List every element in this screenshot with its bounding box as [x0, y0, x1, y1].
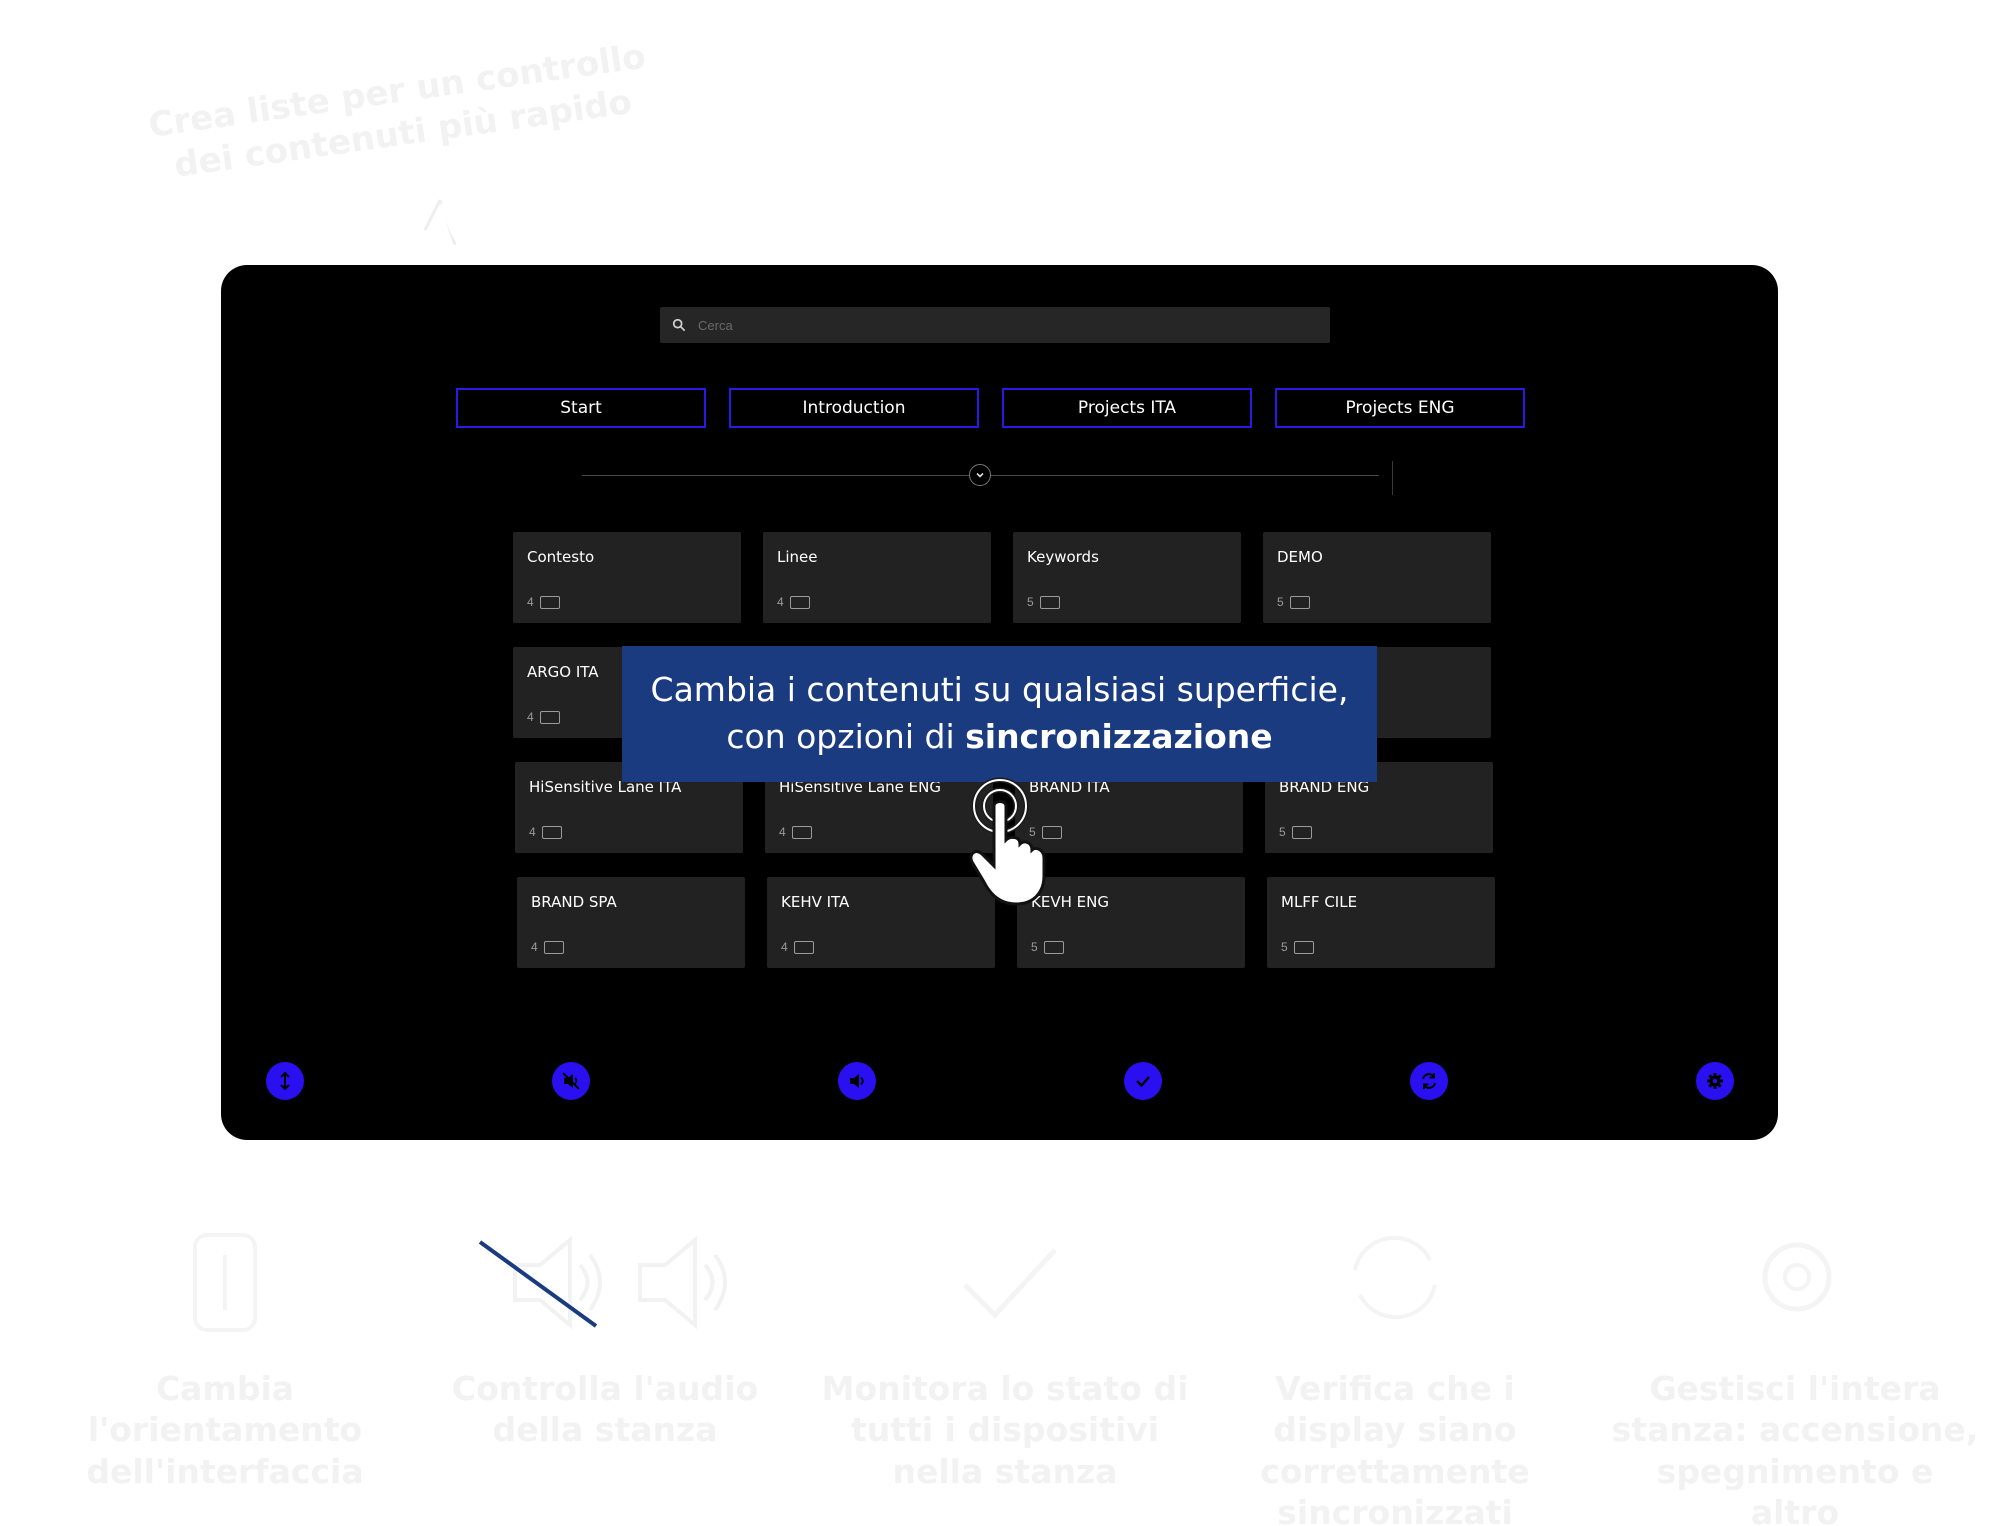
- display-count: 5: [1031, 940, 1038, 954]
- banner-highlight: sincronizzazione: [965, 717, 1273, 756]
- display-icon: [539, 595, 560, 609]
- card-title: HiSensitive Lane ITA: [529, 778, 682, 796]
- annotation-lists: Crea liste per un controllo dei contenut…: [146, 36, 648, 186]
- chevron-down-icon: [976, 472, 984, 478]
- status-check-button[interactable]: [1124, 1062, 1162, 1100]
- display-count: 5: [1279, 825, 1286, 839]
- search-input[interactable]: [698, 317, 1298, 333]
- display-count: 5: [1027, 595, 1034, 609]
- touch-hand-icon: [969, 777, 1046, 906]
- display-icon: [789, 595, 810, 609]
- gear-icon: [1707, 1073, 1723, 1089]
- content-card[interactable]: DEMO 5: [1263, 532, 1491, 623]
- sync-button[interactable]: [1410, 1062, 1448, 1100]
- caption-audio: Controlla l'audio della stanza: [451, 1369, 759, 1450]
- display-count: 4: [777, 595, 784, 609]
- caption-sync: Verifica che i display siano correttamen…: [1260, 1369, 1530, 1526]
- sync-icon: [1422, 1073, 1436, 1089]
- search-bar[interactable]: [660, 307, 1330, 343]
- display-count: 4: [781, 940, 788, 954]
- orientation-icon: [280, 1071, 290, 1091]
- gear-ghost-icon: [1762, 1242, 1832, 1312]
- display-count: 4: [527, 710, 534, 724]
- card-title: Linee: [777, 548, 818, 566]
- card-title: Contesto: [527, 548, 595, 566]
- display-count: 5: [1277, 595, 1284, 609]
- tab-projects-eng[interactable]: Projects ENG: [1275, 388, 1525, 428]
- volume-button[interactable]: [838, 1062, 876, 1100]
- tab-bar: Start Introduction Projects ITA Projects…: [456, 388, 1526, 428]
- feature-banner: Cambia i contenuti su qualsiasi superfic…: [622, 646, 1377, 782]
- display-icon: [1043, 940, 1064, 954]
- mute-icon: [562, 1072, 580, 1090]
- display-icon: [539, 710, 560, 724]
- content-card[interactable]: KEVH ENG 5: [1017, 877, 1245, 968]
- caption-orientation: Cambia l'orientamento dell'interfaccia: [86, 1369, 364, 1491]
- display-count: 4: [531, 940, 538, 954]
- content-card[interactable]: KEHV ITA 4: [767, 877, 995, 968]
- settings-button[interactable]: [1696, 1062, 1734, 1100]
- expand-button[interactable]: [969, 464, 991, 486]
- tab-start[interactable]: Start: [456, 388, 706, 428]
- card-title: Keywords: [1027, 548, 1099, 566]
- content-card[interactable]: Keywords 5: [1013, 532, 1241, 623]
- display-count: 4: [779, 825, 786, 839]
- display-icon: [793, 940, 814, 954]
- card-title: MLFF CILE: [1281, 893, 1358, 911]
- tab-projects-ita[interactable]: Projects ITA: [1002, 388, 1252, 428]
- mute-ghost-icon: [513, 1235, 602, 1330]
- display-icon: [791, 825, 812, 839]
- display-count: 4: [527, 595, 534, 609]
- volume-icon: [850, 1074, 864, 1088]
- check-ghost-icon: [963, 1248, 1057, 1319]
- card-title: ARGO ITA: [527, 663, 599, 681]
- banner-line-2-prefix: con opzioni di: [726, 717, 966, 756]
- orientation-button[interactable]: [266, 1062, 304, 1100]
- divider-tick: [1392, 461, 1393, 495]
- sync-ghost-icon: [1353, 1235, 1437, 1320]
- bottom-toolbar: [221, 1062, 1778, 1102]
- content-card[interactable]: BRAND SPA 4: [517, 877, 745, 968]
- display-icon: [1293, 940, 1314, 954]
- display-icon: [1041, 825, 1062, 839]
- display-count: 5: [1029, 825, 1036, 839]
- display-icon: [1039, 595, 1060, 609]
- card-title: KEHV ITA: [781, 893, 850, 911]
- mute-strike-line: [478, 1240, 598, 1328]
- card-title: KEVH ENG: [1031, 893, 1109, 911]
- display-count: 4: [529, 825, 536, 839]
- display-icon: [1291, 825, 1312, 839]
- check-icon: [1136, 1076, 1150, 1088]
- orientation-ghost-icon: [193, 1233, 257, 1332]
- caption-monitor: Monitora lo stato di tutti i dispositivi…: [821, 1369, 1189, 1491]
- card-title: BRAND SPA: [531, 893, 617, 911]
- card-title: HiSensitive Lane ENG: [779, 778, 941, 796]
- content-card[interactable]: Contesto 4: [513, 532, 741, 623]
- display-icon: [543, 940, 564, 954]
- search-icon: [672, 318, 686, 332]
- caption-room: Gestisci l'intera stanza: accensione, sp…: [1611, 1369, 1979, 1526]
- mute-button[interactable]: [552, 1062, 590, 1100]
- card-title: BRAND ITA: [1029, 778, 1110, 796]
- volume-ghost-icon: [638, 1235, 727, 1330]
- banner-line-1: Cambia i contenuti su qualsiasi superfic…: [650, 670, 1349, 709]
- card-title: DEMO: [1277, 548, 1323, 566]
- display-icon: [1289, 595, 1310, 609]
- banner-line-2: con opzioni di sincronizzazione: [622, 713, 1377, 760]
- content-card[interactable]: MLFF CILE 5: [1267, 877, 1495, 968]
- display-icon: [541, 825, 562, 839]
- tab-introduction[interactable]: Introduction: [729, 388, 979, 428]
- display-count: 5: [1281, 940, 1288, 954]
- content-card[interactable]: Linee 4: [763, 532, 991, 623]
- card-title: BRAND ENG: [1279, 778, 1370, 796]
